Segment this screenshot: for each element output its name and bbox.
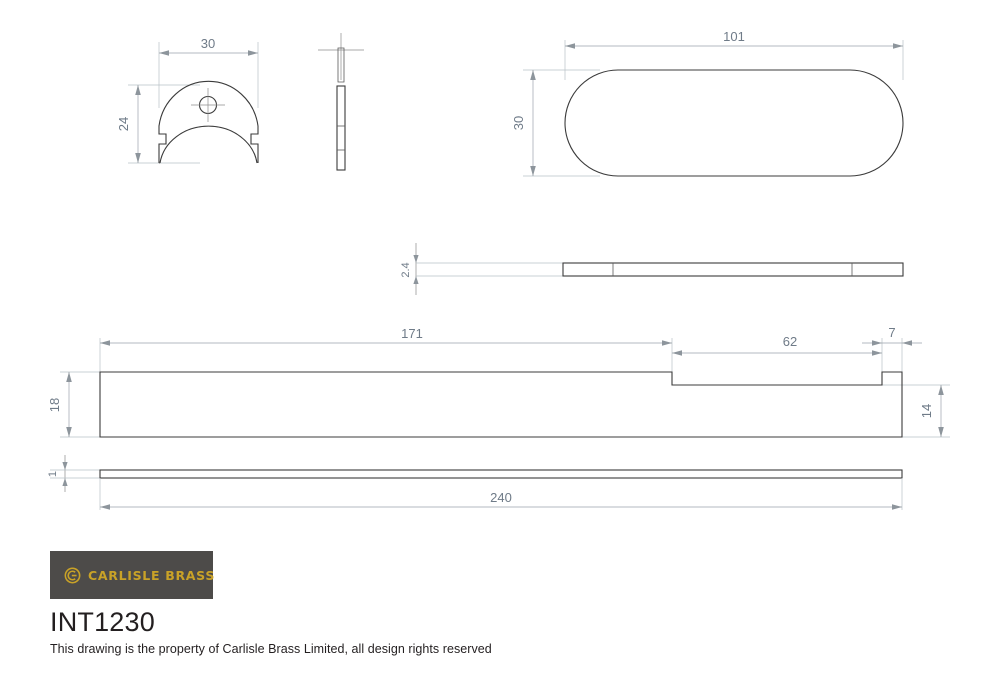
carlisle-brass-c-icon — [64, 567, 81, 583]
view-end-section: 30 24 — [116, 36, 259, 164]
dim-notch-length: 62 — [783, 334, 797, 349]
arrow-pill-bottom — [530, 166, 536, 176]
plan-pill-outline — [564, 69, 904, 177]
arrow-18-bottom — [66, 427, 72, 437]
view-plan-pill: 101 30 — [511, 29, 904, 177]
rights-note: This drawing is the property of Carlisle… — [50, 642, 492, 657]
dim-step-height: 14 — [919, 404, 934, 418]
end-section-inner-profile — [159, 125, 258, 164]
dim-plan-length: 101 — [723, 29, 745, 44]
dim-end-section-width: 30 — [201, 36, 215, 51]
title-block: CARLISLE BRASS INT1230 This drawing is t… — [50, 551, 650, 656]
arrow-left — [159, 50, 169, 56]
dim-plate-thickness: 2.4 — [400, 262, 412, 277]
arrow-18-top — [66, 372, 72, 382]
dim-end-section-height: 24 — [116, 117, 131, 131]
arrow-62-left — [672, 350, 682, 356]
arrow-bottom — [135, 153, 141, 163]
arrow-bar-bottom — [62, 478, 68, 486]
arrow-top — [135, 85, 141, 95]
arrow-171-left — [100, 340, 110, 346]
arrow-14-top — [938, 385, 944, 395]
edge-main-body — [336, 85, 346, 171]
overall-bar-body — [99, 469, 903, 479]
main-profile-outline — [99, 371, 903, 438]
arrow-pill-left — [565, 43, 575, 49]
arrow-240-right — [892, 504, 902, 510]
dim-full-height: 18 — [47, 398, 62, 412]
brand-logo-plate: CARLISLE BRASS — [50, 551, 216, 599]
arrow-7-left — [872, 340, 882, 346]
arrow-240-left — [100, 504, 110, 510]
dim-plan-width: 30 — [511, 116, 526, 130]
dim-overall-length: 240 — [490, 490, 512, 505]
arrow-171-right — [662, 340, 672, 346]
view-main-profile: 171 62 7 18 14 — [47, 325, 950, 438]
arrow-14-bottom — [938, 427, 944, 437]
brand-name: CARLISLE BRASS — [88, 567, 216, 583]
edge-upper-sliver — [337, 47, 345, 83]
end-section-outer-profile — [158, 80, 259, 163]
arrow-7-right — [902, 340, 912, 346]
arrow-pill-top — [530, 70, 536, 80]
arrow-plate-bottom — [413, 276, 419, 284]
arrow-plate-top — [413, 255, 419, 263]
dim-end-length: 7 — [888, 325, 895, 340]
arrow-right — [248, 50, 258, 56]
view-edge — [318, 33, 364, 171]
dim-main-length: 171 — [401, 326, 423, 341]
thin-plate-body — [562, 262, 904, 277]
part-code: INT1230 — [50, 607, 155, 637]
view-thin-plate: 2.4 — [400, 243, 904, 295]
arrow-bar-top — [62, 462, 68, 470]
arrow-pill-right — [893, 43, 903, 49]
arrow-62-right — [872, 350, 882, 356]
dim-bar-thickness: 1 — [47, 471, 59, 477]
view-overall-length: 1 240 — [47, 455, 903, 510]
